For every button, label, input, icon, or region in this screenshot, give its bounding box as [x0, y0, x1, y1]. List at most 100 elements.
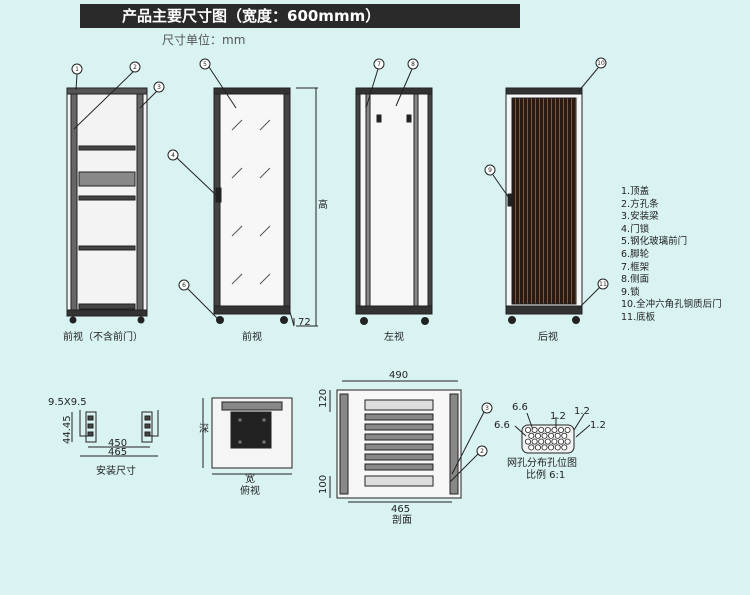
callout-3b: 3 [485, 405, 489, 412]
height-label: 高 [318, 198, 328, 211]
caption-front: 前视 [242, 330, 262, 343]
callout-3: 3 [157, 84, 161, 91]
mesh-dim-66a: 6.6 [512, 402, 528, 413]
mesh-hole [525, 426, 532, 433]
mesh-hole [558, 426, 565, 433]
legend-item: 9.锁 [621, 286, 640, 298]
mesh-hole [558, 438, 565, 445]
mesh-hole [554, 432, 561, 439]
caption-top: 俯视 [240, 484, 260, 497]
caption-left: 左视 [384, 330, 404, 343]
callout-3-circle [153, 81, 165, 93]
dim-490: 490 [389, 370, 408, 381]
dim-4445: 44.45 [62, 415, 73, 444]
mesh-hole [534, 432, 541, 439]
caption-mesh: 网孔分布孔位图 [507, 456, 577, 469]
mesh-dim-12c: 1.2 [590, 420, 606, 431]
mesh-holes [525, 426, 571, 451]
top-view [202, 397, 293, 475]
callout-9: 9 [488, 167, 492, 174]
callout-1: 1 [75, 66, 79, 73]
callout-2b: 2 [480, 448, 484, 455]
mesh-hole [541, 444, 548, 451]
legend-item: 1.顶盖 [621, 186, 650, 197]
section-view [329, 380, 485, 503]
mesh-hole [528, 432, 535, 439]
legend-item: 5.钢化玻璃前门 [621, 236, 688, 248]
caption-scale: 比例 6:1 [526, 468, 565, 481]
dim-465: 465 [108, 447, 127, 458]
callout-3b-circle [481, 402, 493, 414]
callout-5: 5 [203, 61, 207, 68]
caption-section: 剖面 [392, 513, 412, 526]
legend-item: 4.门锁 [621, 223, 650, 235]
mesh-hole [551, 426, 558, 433]
callout-2-circle [129, 61, 141, 73]
mesh-hole [538, 438, 545, 445]
mesh-hole [534, 444, 541, 451]
callout-9-circle [484, 164, 496, 176]
dim-450: 450 [108, 438, 127, 449]
mesh-hole [564, 438, 571, 445]
legend-item: 6.脚轮 [621, 248, 650, 260]
callouts: 1 2 3 4 5 6 7 8 9 10 11 3 2 [71, 57, 609, 457]
mesh-hole [551, 438, 558, 445]
legend-item: 11.底板 [621, 311, 656, 323]
mesh-hole [548, 432, 555, 439]
dim-hole: 9.5X9.5 [48, 397, 87, 408]
left-view [355, 68, 433, 325]
caption-front-no-door: 前视（不含前门） [63, 330, 143, 343]
front-no-door-view [66, 69, 158, 324]
mesh-hole [531, 438, 538, 445]
unit-label: 尺寸单位：mm [162, 33, 246, 47]
callout-11-circle [597, 278, 609, 290]
callout-2b-circle [476, 445, 488, 457]
mesh-hole [531, 426, 538, 433]
mesh-hole [544, 438, 551, 445]
mesh-dim-12b: 1.2 [574, 406, 590, 417]
callout-8: 8 [411, 61, 415, 68]
callout-8-circle [407, 58, 419, 70]
mesh-hole [564, 426, 571, 433]
legend-item: 10.全冲六角孔钢质后门 [621, 299, 722, 311]
callout-5-circle [199, 58, 211, 70]
caption-rear: 后视 [538, 330, 558, 343]
rear-view [492, 67, 601, 324]
legend-item: 2.方孔条 [621, 198, 659, 210]
section-dim-465: 465 [391, 504, 410, 515]
mount-view [71, 410, 159, 457]
callout-4-circle [167, 149, 179, 161]
callout-4: 4 [171, 152, 175, 159]
legend-item: 7.框架 [621, 261, 650, 273]
callout-10-circle [595, 57, 607, 69]
mesh-dim-12a: 1.2 [550, 411, 566, 422]
callout-6: 6 [182, 282, 186, 289]
parts-legend: 1.顶盖 2.方孔条 3.安装梁 4.门锁 5.钢化玻璃前门 6.脚轮 7.框架… [621, 186, 722, 325]
callout-6-circle [178, 279, 190, 291]
mesh-hole [525, 438, 532, 445]
depth-label: 深 [199, 423, 209, 435]
dim-72: 72 [298, 317, 311, 328]
mesh-hole [544, 426, 551, 433]
width-label: 宽 [245, 472, 255, 485]
caption-mount: 安装尺寸 [96, 464, 136, 477]
legend-item: 3.安装梁 [621, 211, 659, 223]
callout-10: 10 [597, 60, 605, 67]
dim-100: 100 [318, 475, 329, 494]
mesh-hole [561, 432, 568, 439]
mesh-hole [541, 432, 548, 439]
front-view [176, 66, 318, 327]
mesh-hole [554, 444, 561, 451]
callout-7: 7 [377, 61, 381, 68]
mesh-dim-66b: 6.6 [494, 420, 510, 431]
legend-item: 8.侧面 [621, 274, 650, 286]
page-title: 产品主要尺寸图（宽度：600mmm） [80, 4, 520, 28]
callout-1-circle [71, 63, 83, 75]
callout-7-circle [373, 58, 385, 70]
dim-120: 120 [318, 389, 329, 408]
mesh-hole [548, 444, 555, 451]
mesh-hole [528, 444, 535, 451]
callout-2: 2 [133, 64, 137, 71]
mesh-hole [538, 426, 545, 433]
